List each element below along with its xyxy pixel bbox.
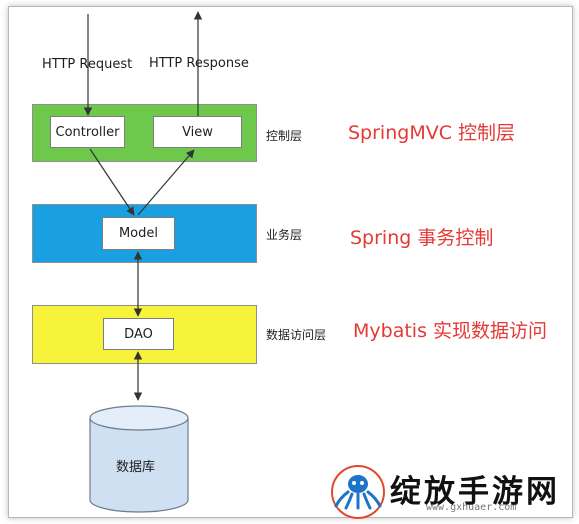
model-box: Model xyxy=(102,217,175,250)
watermark-text: 绽放手游网 xyxy=(390,474,560,510)
spring-note: Spring 事务控制 xyxy=(350,227,494,249)
dao-box: DAO xyxy=(103,318,174,350)
database-label: 数据库 xyxy=(116,460,156,475)
control-layer-label: 控制层 xyxy=(266,129,303,143)
data-access-layer-label: 数据访问层 xyxy=(266,328,327,342)
view-box: View xyxy=(153,116,242,148)
http-request-label: HTTP Request xyxy=(42,57,133,72)
watermark-logo-icon xyxy=(331,465,385,519)
http-response-label: HTTP Response xyxy=(149,56,249,71)
model-view-arrow xyxy=(137,149,195,216)
watermark-url: www.gxhuaer.com xyxy=(426,502,517,513)
mybatis-note: Mybatis 实现数据访问 xyxy=(353,320,548,342)
business-layer-label: 业务层 xyxy=(266,228,303,242)
controller-model-arrow xyxy=(89,148,135,216)
watermark: 绽放手游网 www.gxhuaer.com xyxy=(328,462,571,516)
database-cylinder xyxy=(89,405,189,513)
controller-box: Controller xyxy=(50,116,125,148)
springmvc-note: SpringMVC 控制层 xyxy=(348,122,516,144)
